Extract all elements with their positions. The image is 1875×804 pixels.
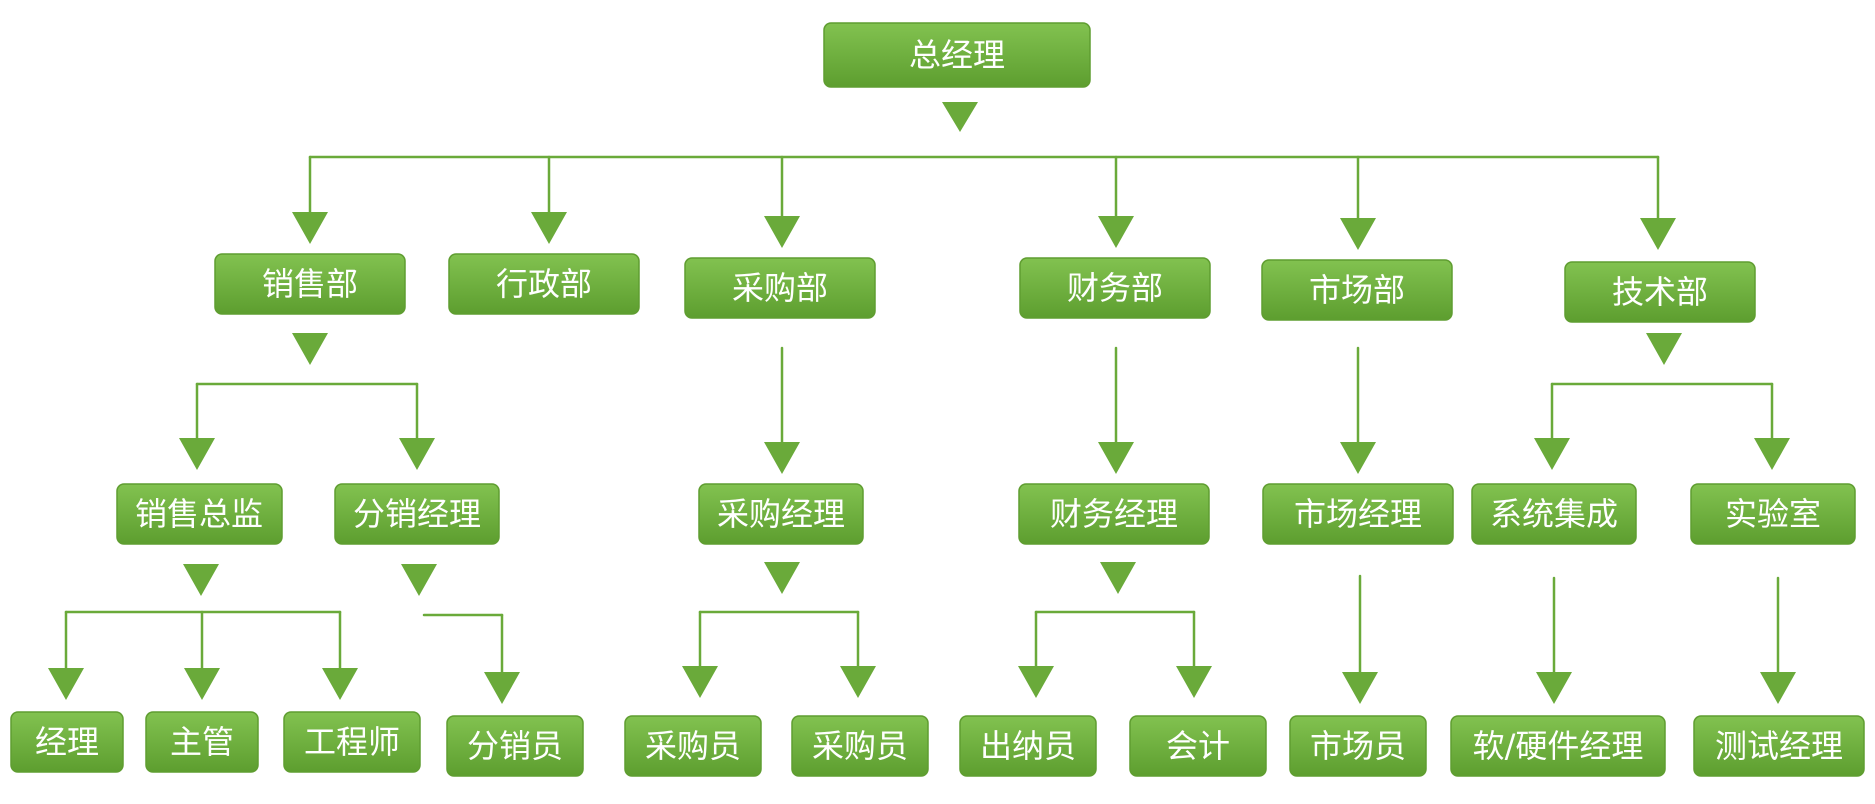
arrow-buyer-1 bbox=[682, 666, 718, 698]
node-label: 采购员 bbox=[645, 727, 741, 765]
node-finance-dept: 财务部 bbox=[1019, 257, 1211, 319]
arrow-purchasing-manager bbox=[764, 442, 800, 474]
node-label: 总经理 bbox=[909, 36, 1005, 74]
org-nodes: 总经理 销售部 行政部 采购部 财务部 市场部 技术部 bbox=[10, 22, 1865, 777]
node-label: 软/硬件经理 bbox=[1473, 727, 1644, 765]
node-label: 财务部 bbox=[1067, 269, 1163, 307]
node-label: 技术部 bbox=[1612, 273, 1708, 311]
node-label: 实验室 bbox=[1725, 495, 1821, 533]
arrow-integration bbox=[1534, 438, 1570, 470]
arrow-lab bbox=[1754, 438, 1790, 470]
node-sales-director: 销售总监 bbox=[116, 483, 283, 545]
node-lab: 实验室 bbox=[1690, 483, 1856, 545]
node-sales-dept: 销售部 bbox=[214, 253, 406, 315]
arrow-market-staff bbox=[1342, 672, 1378, 704]
arrow-root bbox=[942, 102, 978, 132]
arrow-tech bbox=[1640, 218, 1676, 250]
node-label: 市场经理 bbox=[1294, 495, 1422, 533]
node-label: 分销员 bbox=[467, 727, 563, 765]
node-purchasing-manager: 采购经理 bbox=[698, 483, 864, 545]
node-buyer-1: 采购员 bbox=[624, 715, 762, 777]
node-system-integration: 系统集成 bbox=[1471, 483, 1637, 545]
arrow-finance-manager bbox=[1098, 442, 1134, 474]
node-manager: 经理 bbox=[10, 711, 124, 773]
node-label: 经理 bbox=[35, 723, 99, 761]
arrow-cashier bbox=[1018, 666, 1054, 698]
node-finance-manager: 财务经理 bbox=[1018, 483, 1210, 545]
arrow-purchasing-manager-down bbox=[764, 562, 800, 594]
arrow-purchasing bbox=[764, 216, 800, 248]
arrow-hw-sw-manager bbox=[1536, 672, 1572, 704]
arrow-director-down bbox=[183, 564, 219, 596]
arrow-sales-down bbox=[292, 333, 328, 365]
node-label: 主管 bbox=[170, 723, 234, 761]
node-label: 采购部 bbox=[732, 269, 828, 307]
node-label: 测试经理 bbox=[1715, 727, 1843, 765]
node-label: 系统集成 bbox=[1490, 495, 1618, 533]
node-label: 销售部 bbox=[262, 265, 358, 303]
node-general-manager: 总经理 bbox=[823, 22, 1091, 88]
arrow-tech-down bbox=[1646, 333, 1682, 365]
arrow-supervisor bbox=[184, 668, 220, 700]
arrow-distribution-down bbox=[401, 564, 437, 596]
node-distribution-manager: 分销经理 bbox=[334, 483, 500, 545]
node-market-dept: 市场部 bbox=[1261, 259, 1453, 321]
node-label: 工程师 bbox=[304, 723, 400, 761]
node-accountant: 会计 bbox=[1129, 715, 1267, 777]
connector-lines bbox=[48, 102, 1796, 704]
arrow-admin bbox=[531, 212, 567, 244]
arrow-test-manager bbox=[1760, 672, 1796, 704]
node-label: 分销经理 bbox=[353, 495, 481, 533]
node-tech-dept: 技术部 bbox=[1564, 261, 1756, 323]
node-label: 行政部 bbox=[496, 265, 592, 303]
node-label: 采购员 bbox=[812, 727, 908, 765]
node-engineer: 工程师 bbox=[283, 711, 421, 773]
arrow-sales bbox=[292, 212, 328, 244]
arrow-finance-manager-down bbox=[1100, 562, 1136, 594]
arrow-distribution bbox=[399, 438, 435, 470]
node-distributor: 分销员 bbox=[446, 715, 584, 777]
node-label: 销售总监 bbox=[135, 495, 263, 533]
node-label: 市场部 bbox=[1309, 271, 1405, 309]
node-buyer-2: 采购员 bbox=[791, 715, 929, 777]
node-test-manager: 测试经理 bbox=[1693, 715, 1865, 777]
node-label: 会计 bbox=[1166, 727, 1230, 765]
arrow-finance bbox=[1098, 216, 1134, 248]
node-market-staff: 市场员 bbox=[1289, 715, 1427, 777]
node-admin-dept: 行政部 bbox=[448, 253, 640, 315]
arrow-market-manager bbox=[1340, 442, 1376, 474]
node-label: 财务经理 bbox=[1050, 495, 1178, 533]
node-label: 出纳员 bbox=[980, 727, 1076, 765]
arrow-buyer-2 bbox=[840, 666, 876, 698]
arrow-market bbox=[1340, 218, 1376, 250]
arrow-accountant bbox=[1176, 666, 1212, 698]
node-label: 采购经理 bbox=[717, 495, 845, 533]
node-cashier: 出纳员 bbox=[959, 715, 1097, 777]
node-purchasing-dept: 采购部 bbox=[684, 257, 876, 319]
arrow-distributor bbox=[484, 672, 520, 704]
arrow-engineer bbox=[322, 668, 358, 700]
node-market-manager: 市场经理 bbox=[1262, 483, 1454, 545]
node-supervisor: 主管 bbox=[145, 711, 259, 773]
arrow-manager bbox=[48, 668, 84, 700]
node-hw-sw-manager: 软/硬件经理 bbox=[1450, 715, 1666, 777]
arrow-sales-director bbox=[179, 438, 215, 470]
node-label: 市场员 bbox=[1310, 727, 1406, 765]
